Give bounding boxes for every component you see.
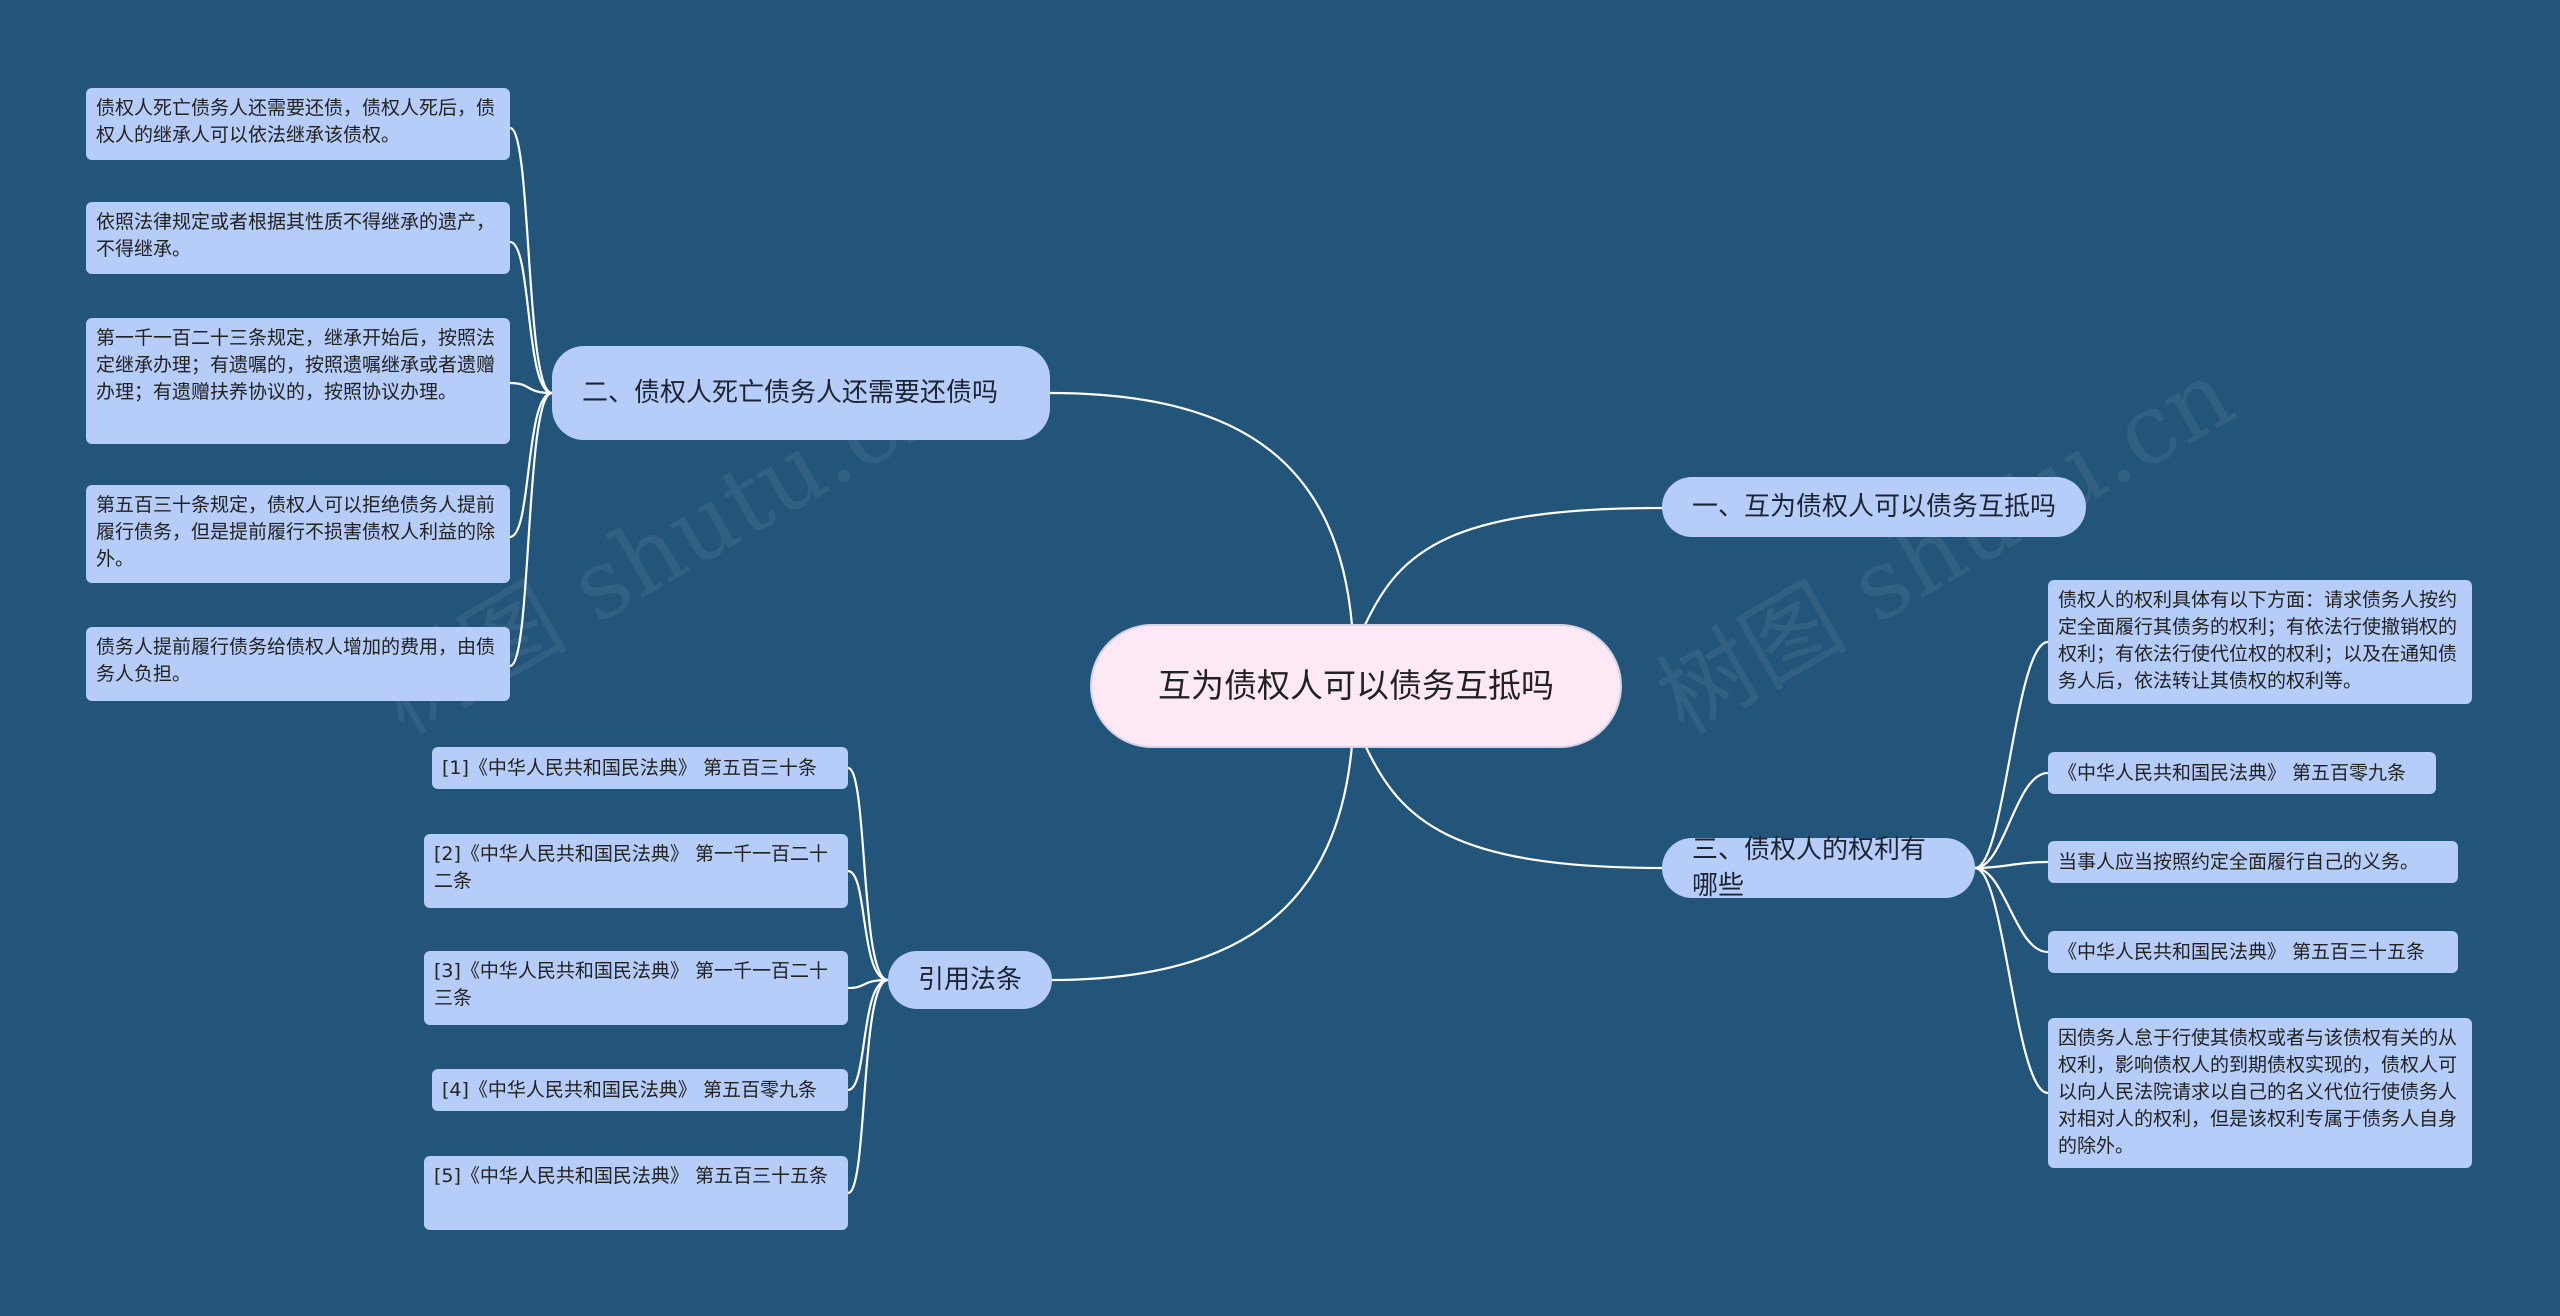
link-b2-leaf-4 [509, 391, 553, 539]
link-b2-leaf-1 [509, 126, 553, 395]
leaf-creditor-rights-1[interactable]: 债权人的权利具体有以下方面：请求债务人按约定全面履行其债务的权利；有依法行使撤销… [2048, 580, 2472, 704]
leaf-cited-law-3[interactable]: [3]《中华人民共和国民法典》 第一千一百二十三条 [424, 951, 848, 1025]
link-b4-leaf-5 [847, 978, 889, 1195]
link-root-b4 [1049, 744, 1354, 982]
branch-offset-debts[interactable]: 一、互为债权人可以债务互抵吗 [1662, 477, 2086, 537]
branch-creditor-rights-label: 三、债权人的权利有哪些 [1692, 835, 1927, 901]
link-b4-leaf-1 [847, 766, 889, 982]
link-b2-leaf-3 [509, 381, 553, 395]
branch-creditor-death-label: 二、债权人死亡债务人还需要还债吗 [582, 378, 999, 408]
leaf-creditor-rights-3[interactable]: 当事人应当按照约定全面履行自己的义务。 [2048, 841, 2458, 883]
link-root-b2 [1049, 391, 1354, 626]
leaf-creditor-rights-2[interactable]: 《中华人民共和国民法典》 第五百零九条 [2048, 752, 2436, 794]
branch-cited-laws[interactable]: 引用法条 [888, 951, 1052, 1009]
branch-creditor-rights[interactable]: 三、债权人的权利有哪些 [1662, 835, 1975, 901]
link-b4-leaf-3 [847, 978, 889, 990]
link-b4-leaf-4 [847, 978, 889, 1092]
link-root-b1 [1364, 506, 1663, 626]
link-b4-leaf-2 [847, 869, 889, 982]
leaf-creditor-death-1[interactable]: 债权人死亡债务人还需要还债，债权人死后，债权人的继承人可以依法继承该债权。 [86, 88, 510, 160]
leaf-creditor-death-3[interactable]: 第一千一百二十三条规定，继承开始后，按照法定继承办理；有遗嘱的，按照遗嘱继承或者… [86, 318, 510, 444]
leaf-cited-law-2[interactable]: [2]《中华人民共和国民法典》 第一千一百二十二条 [424, 834, 848, 908]
root-topic[interactable]: 互为债权人可以债务互抵吗 [1090, 624, 1622, 748]
branch-creditor-death[interactable]: 二、债权人死亡债务人还需要还债吗 [552, 346, 1050, 440]
leaf-cited-law-1[interactable]: [1]《中华人民共和国民法典》 第五百三十条 [432, 747, 848, 789]
leaf-cited-law-4[interactable]: [4]《中华人民共和国民法典》 第五百零九条 [432, 1069, 848, 1111]
link-root-b3 [1364, 744, 1663, 870]
link-b2-leaf-2 [509, 240, 553, 395]
leaf-creditor-death-5[interactable]: 债务人提前履行债务给债权人增加的费用，由债务人负担。 [86, 627, 510, 701]
leaf-creditor-death-2[interactable]: 依照法律规定或者根据其性质不得继承的遗产，不得继承。 [86, 202, 510, 274]
link-b3-leaf-3 [1974, 860, 2049, 870]
branch-offset-debts-label: 一、互为债权人可以债务互抵吗 [1692, 492, 2057, 522]
link-b2-leaf-5 [509, 391, 553, 668]
leaf-creditor-rights-5[interactable]: 因债务人怠于行使其债权或者与该债权有关的从权利，影响债权人的到期债权实现的，债权… [2048, 1018, 2472, 1168]
link-b3-leaf-1 [1974, 640, 2049, 870]
leaf-cited-law-5[interactable]: [5]《中华人民共和国民法典》 第五百三十五条 [424, 1156, 848, 1230]
leaf-creditor-rights-4[interactable]: 《中华人民共和国民法典》 第五百三十五条 [2048, 931, 2458, 973]
link-b3-leaf-5 [1974, 866, 2049, 1095]
link-b3-leaf-2 [1974, 771, 2049, 870]
root-topic-label: 互为债权人可以债务互抵吗 [1158, 666, 1554, 705]
branch-cited-laws-label: 引用法条 [918, 965, 1023, 995]
link-b3-leaf-4 [1974, 866, 2049, 954]
leaf-creditor-death-4[interactable]: 第五百三十条规定，债权人可以拒绝债务人提前履行债务，但是提前履行不损害债权人利益… [86, 485, 510, 583]
